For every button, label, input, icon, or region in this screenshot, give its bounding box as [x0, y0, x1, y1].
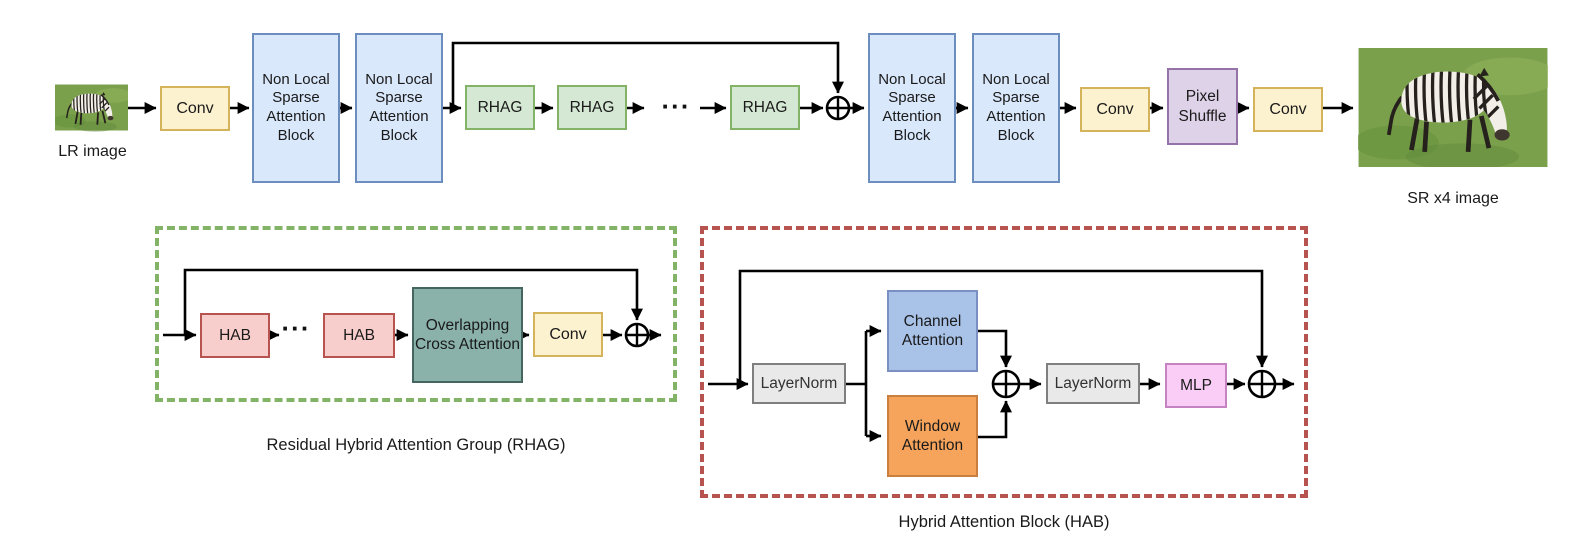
add-operator-hab-2 — [1247, 369, 1277, 399]
rhag-group-arrows — [163, 268, 662, 341]
ellipsis-rhag: ··· — [281, 312, 311, 343]
lr-image — [55, 83, 128, 132]
non-local-sparse-attention-block-4: Non Local Sparse Attention Block — [972, 33, 1060, 183]
sr-image-label: SR x4 image — [1407, 190, 1499, 207]
pixel-shuffle-block: Pixel Shuffle — [1167, 68, 1238, 145]
rhag-group-dashed-box — [155, 226, 677, 402]
top-row-arrows — [128, 41, 1354, 114]
conv-block-1: Conv — [160, 86, 230, 131]
add-operator-top — [825, 95, 851, 121]
conv-block-4: Conv — [533, 312, 603, 357]
rhag-group-caption: Residual Hybrid Attention Group (RHAG) — [266, 436, 566, 454]
layernorm-block-2: LayerNorm — [1046, 363, 1140, 404]
channel-attention-block: Channel Attention — [887, 290, 978, 372]
mlp-block: MLP — [1165, 363, 1227, 408]
rhag-skip-connection — [183, 268, 643, 335]
add-operator-hab-1 — [991, 369, 1021, 399]
non-local-sparse-attention-block-1: Non Local Sparse Attention Block — [252, 33, 340, 183]
sr-image — [1358, 48, 1548, 167]
rhag-block-3: RHAG — [730, 85, 800, 130]
non-local-sparse-attention-block-3: Non Local Sparse Attention Block — [868, 33, 956, 183]
rhag-block-2: RHAG — [557, 85, 627, 130]
window-attention-block: Window Attention — [887, 395, 978, 477]
hab-block-1: HAB — [200, 313, 270, 358]
add-operators — [624, 95, 1277, 399]
global-skip-connection — [451, 41, 844, 108]
overlapping-cross-attention-block: Overlapping Cross Attention — [412, 287, 523, 383]
hab-block-2: HAB — [323, 313, 395, 358]
ellipsis-top: ··· — [661, 90, 691, 121]
lr-image-label: LR image — [58, 143, 127, 160]
hab-skip-connection — [738, 269, 1268, 384]
conv-block-2: Conv — [1080, 87, 1150, 132]
rhag-block-1: RHAG — [465, 85, 535, 130]
hab-group-caption: Hybrid Attention Block (HAB) — [898, 513, 1110, 531]
add-operator-rhag — [624, 322, 650, 348]
hab-group-arrows — [708, 269, 1295, 442]
conv-block-3: Conv — [1253, 87, 1323, 132]
hab-group-dashed-box — [700, 226, 1308, 498]
layernorm-block-1: LayerNorm — [752, 363, 846, 404]
non-local-sparse-attention-block-2: Non Local Sparse Attention Block — [355, 33, 443, 183]
